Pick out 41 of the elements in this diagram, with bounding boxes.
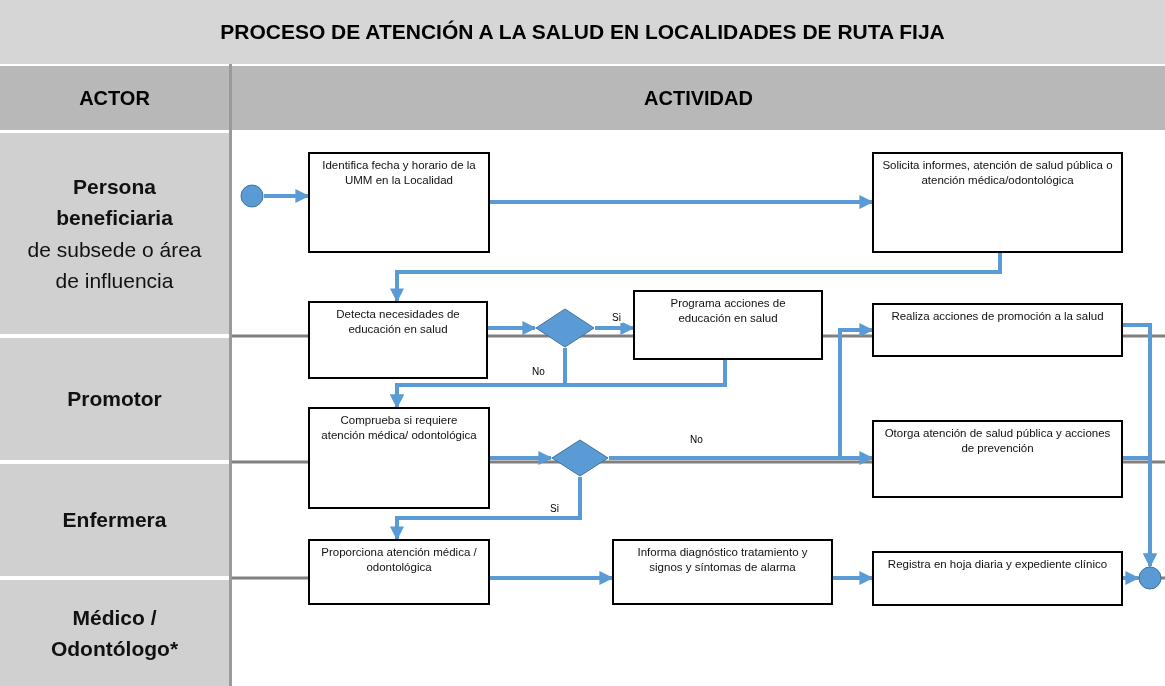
actor-name: Promotor [67,386,162,413]
arrow [609,323,874,460]
edge-label: Si [548,503,561,514]
column-header: ACTIVIDAD [644,86,753,110]
actor-name: Persona beneficiaria [55,173,174,231]
process-box: Programa acciones de educación en salud [633,290,823,360]
process-box: Registra en hoja diaria y expediente clínico [872,551,1123,606]
lane-header [0,464,229,576]
lane-header [0,338,229,460]
terminal-circle [240,184,264,208]
arrow [264,189,310,203]
lane-header [0,133,229,334]
diagram-title: PROCESO DE ATENCIÓN A LA SALUD EN LOCALIDADES DE RUTA FIJA [220,20,945,44]
column-header: ACTOR [79,86,150,110]
process-box: Proporciona atención médica / odontológica [308,539,490,605]
process-box: Realiza acciones de promoción a la salud [872,303,1123,357]
arrow [488,321,537,335]
arrow [390,253,1002,303]
actor-detail: de subsede o área de influencia [26,236,203,294]
process-box: Informa diagnóstico tratamiento y signos y síntomas de alarma [612,539,833,605]
arrow [390,477,582,541]
arrow [490,195,874,209]
terminal-circle [1138,566,1162,590]
decision-diamond [551,439,609,477]
edge-label: Si [610,312,623,323]
actor-name: Médico / Odontólogo* [49,604,180,662]
process-box: Identifica fecha y horario de la UMM en la Localidad [308,152,490,253]
arrow [595,321,635,335]
process-box: Otorga atención de salud pública y acciones de prevención [872,420,1123,498]
arrow [833,571,874,585]
process-box: Comprueba si requiere atención médica/ odontológica [308,407,490,509]
arrow [490,571,614,585]
edge-label: No [688,434,705,445]
arrow [490,451,553,465]
process-box: Solicita informes, atención de salud pública o atención médica/odontológica [872,152,1123,253]
process-box: Detecta necesidades de educación en salud [308,301,488,379]
edge-label: No [530,366,547,377]
actor-name: Enfermera [62,507,167,534]
decision-diamond [535,308,595,348]
lane-header [0,580,229,686]
arrow [1123,571,1140,585]
